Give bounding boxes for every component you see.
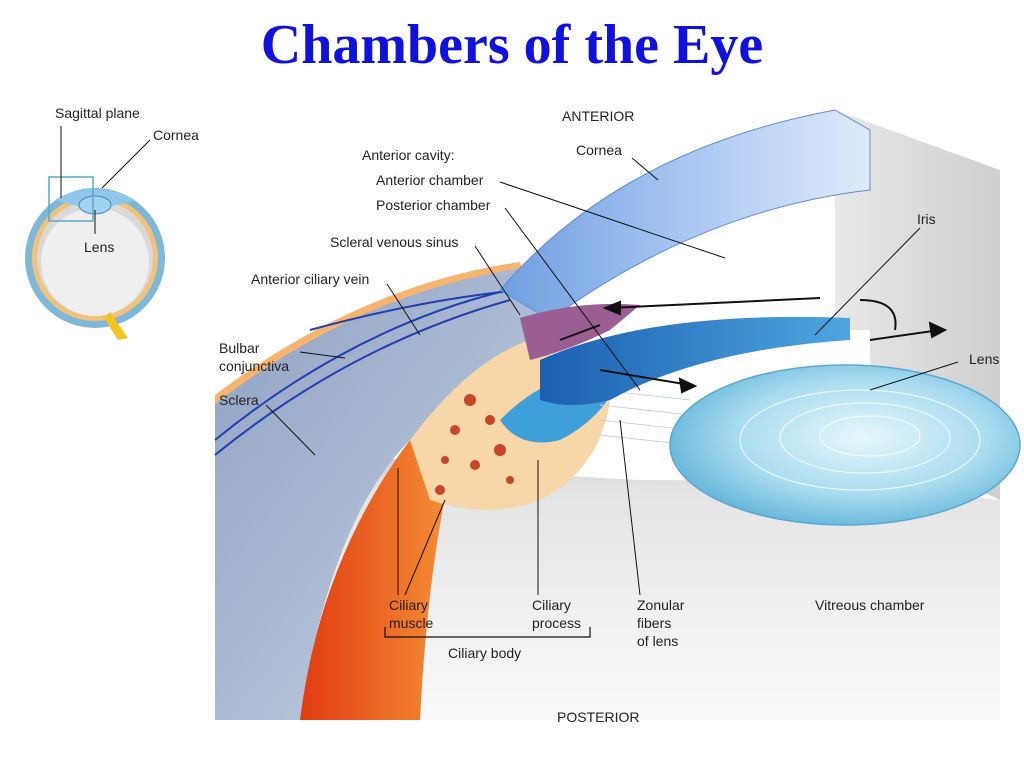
label-anterior-ciliary-vein: Anterior ciliary vein [251, 271, 370, 287]
label-sclera: Sclera [219, 392, 259, 408]
label-inset-lens: Lens [84, 239, 115, 255]
label-scleral-venous-sinus: Scleral venous sinus [330, 234, 459, 250]
label-ciliary-muscle-1: Ciliary [389, 597, 428, 613]
label-inset-cornea: Cornea [153, 127, 199, 143]
lens [669, 364, 1021, 526]
label-anterior-chamber: Anterior chamber [376, 172, 484, 188]
label-conjunctiva: conjunctiva [219, 358, 290, 374]
anterior-ciliary-vein [309, 289, 521, 331]
cornea [499, 109, 871, 321]
label-anterior-cavity: Anterior cavity: [362, 147, 455, 163]
leader-lines [265, 157, 959, 596]
label-posterior-chamber: Posterior chamber [376, 197, 491, 213]
optic-nerve [104, 312, 128, 340]
label-lens: Lens [969, 351, 1000, 367]
label-ciliary-process-2: process [532, 615, 582, 631]
label-sagittal-plane: Sagittal plane [55, 105, 140, 121]
ciliary-body-bracket [384, 627, 591, 638]
iris [540, 316, 850, 405]
label-zonular-3: of lens [637, 633, 679, 649]
label-iris: Iris [917, 211, 936, 227]
sagittal-plane-box [48, 176, 94, 222]
label-zonular-1: Zonular [637, 597, 685, 613]
page-title: Chambers of the Eye [260, 14, 764, 76]
aqueous-flow-arrows [559, 297, 948, 394]
label-ciliary-process-1: Ciliary [532, 597, 571, 613]
label-ciliary-muscle-2: muscle [389, 615, 434, 631]
label-zonular-2: fibers [637, 615, 672, 631]
label-ciliary-body: Ciliary body [448, 645, 522, 661]
label-anterior: ANTERIOR [562, 108, 635, 124]
label-cornea: Cornea [576, 142, 622, 158]
label-vitreous-chamber: Vitreous chamber [815, 597, 925, 613]
label-bulbar: Bulbar [219, 340, 260, 356]
inset-eyeball [25, 126, 165, 340]
label-posterior: POSTERIOR [557, 709, 640, 725]
